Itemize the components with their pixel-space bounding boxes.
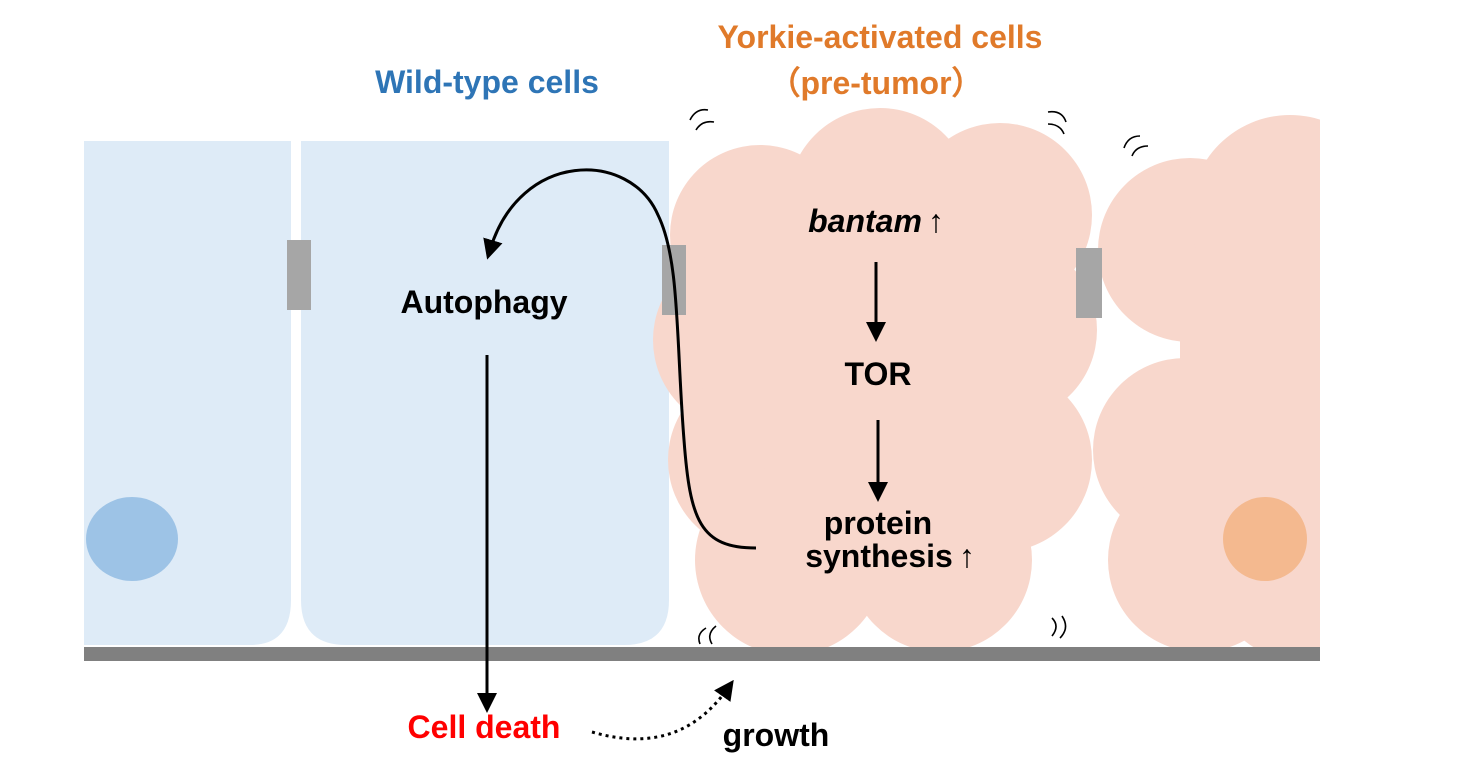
arrow-death-to-growth [591, 679, 734, 741]
cell-death-label: Cell death [408, 709, 561, 745]
yorkie-nucleus [1223, 497, 1307, 581]
autophagy-label: Autophagy [400, 284, 567, 320]
protein-up-arrow: ↑ [959, 538, 975, 574]
nucleus-cover [1320, 480, 1340, 600]
junction-1 [287, 240, 311, 310]
wild-type-cell-2 [301, 141, 669, 645]
yorkie-label-line1: Yorkie-activated cells [718, 19, 1043, 55]
growth-label: growth [723, 717, 830, 753]
protein-synthesis-text: synthesis [805, 538, 953, 574]
bantam-up-arrow: ↑ [928, 203, 944, 239]
bantam-label: bantam↑ [808, 203, 944, 239]
motion-marks [689, 108, 1149, 645]
yorkie-cell-1 [653, 108, 1097, 655]
protein-label-line1: protein [824, 505, 932, 541]
yorkie-label-line2: （pre-tumor） [768, 65, 983, 101]
wild-type-label: Wild-type cells [375, 64, 599, 100]
tor-label: TOR [845, 356, 912, 392]
bantam-text: bantam [808, 203, 922, 239]
arrow-protein-to-autophagy [483, 168, 757, 550]
junction-3 [1076, 248, 1102, 318]
basement-membrane [84, 647, 1320, 661]
yorkie-cell-2 [1093, 115, 1320, 660]
protein-label-line2: synthesis↑ [805, 538, 975, 574]
wild-type-nucleus [86, 497, 178, 581]
